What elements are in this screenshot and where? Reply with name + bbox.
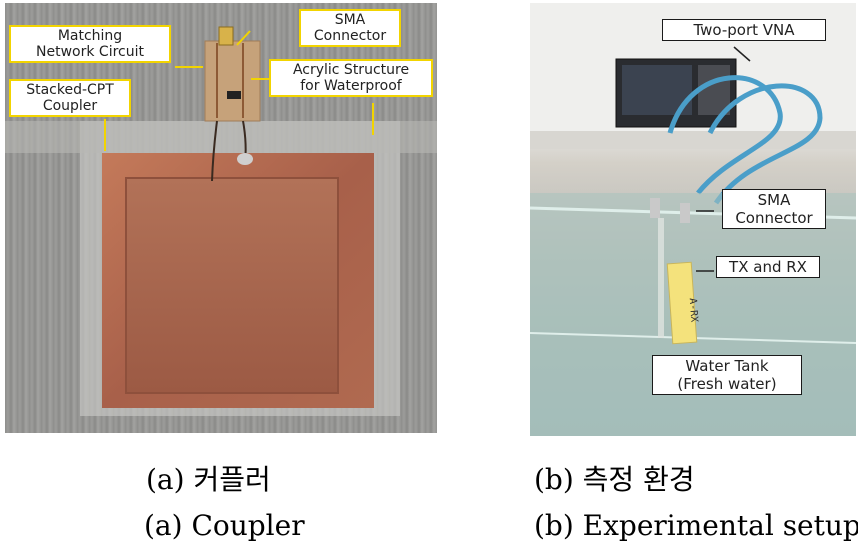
label-sma-connector-a: SMA Connector	[299, 9, 401, 47]
rx-tag	[666, 261, 698, 345]
label-sma-connector-b: SMA Connector	[722, 189, 826, 229]
rx-tag-text: A-RX	[687, 298, 700, 323]
pcb-component	[227, 91, 241, 99]
acrylic-top-bar	[5, 121, 437, 153]
setup-illustration: A-RX	[530, 3, 856, 436]
caption-a-english: (a) Coupler	[144, 509, 305, 542]
label-water-tank: Water Tank (Fresh water)	[652, 355, 802, 395]
cable-2	[707, 83, 823, 205]
label-matching-network: Matching Network Circuit	[9, 25, 171, 63]
caption-b-english: (b) Experimental setup	[534, 509, 858, 542]
caption-a-korean: (a) 커플러	[146, 463, 271, 496]
sma-connector	[218, 26, 234, 46]
matching-pcb	[204, 40, 261, 122]
label-stacked-cpt: Stacked-CPT Coupler	[9, 79, 131, 117]
caption-b-korean: (b) 측정 환경	[534, 463, 695, 496]
setup-photo: A-RX Two-port VNA SMA Connector TX and R…	[530, 3, 856, 436]
coupler-photo: Matching Network Circuit SMA Connector S…	[5, 3, 437, 433]
label-acrylic: Acrylic Structure for Waterproof	[269, 59, 433, 97]
label-vna: Two-port VNA	[662, 19, 826, 41]
label-tx-rx: TX and RX	[716, 256, 820, 278]
copper-inner-plate	[125, 177, 339, 394]
coupler-illustration	[5, 26, 437, 416]
solder-joint	[237, 153, 253, 165]
cable-1	[667, 75, 783, 195]
